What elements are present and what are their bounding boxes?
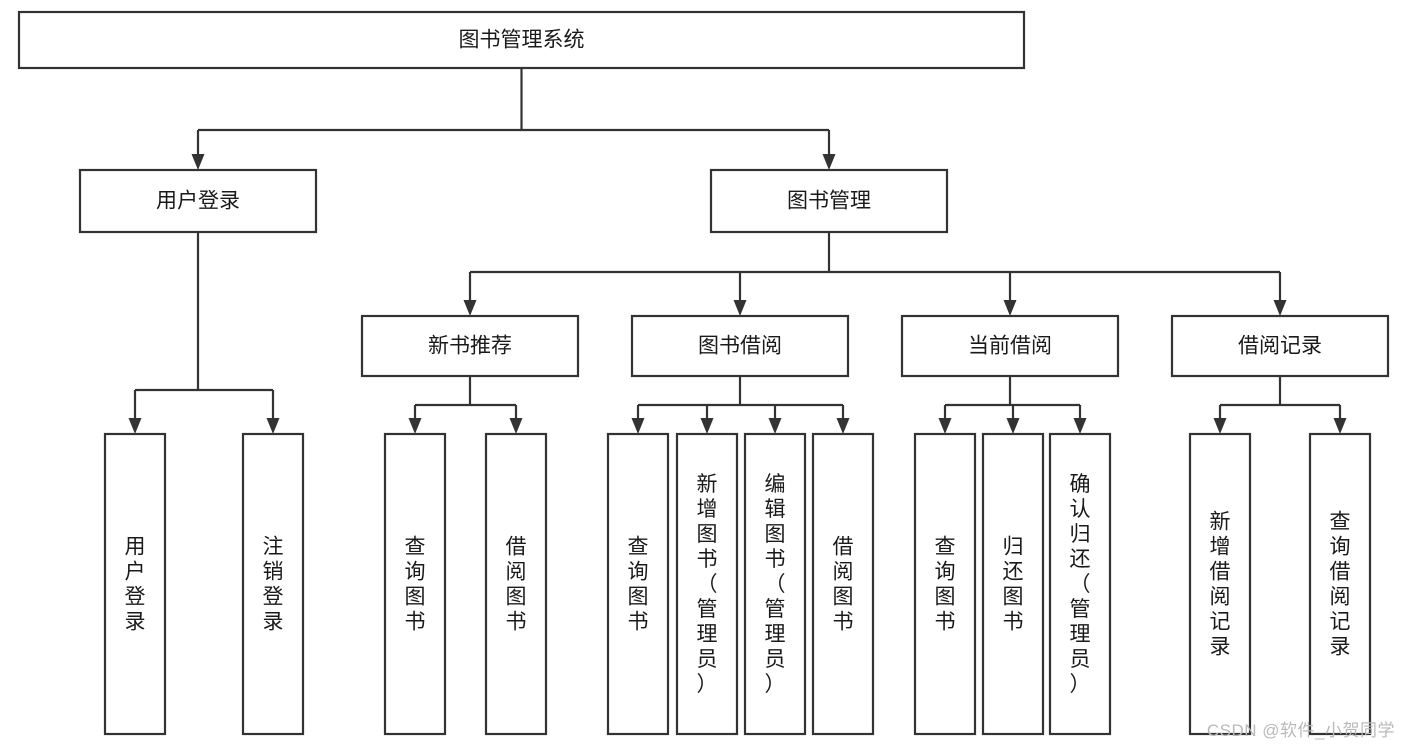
node-box-leaf-user-login[interactable] <box>103 432 167 736</box>
node-box-root[interactable] <box>17 10 1026 70</box>
node-label-leaf-add-book: 新增图书（管理员） <box>697 473 718 696</box>
node-leaf-borrow-book-2[interactable]: 借阅图书 <box>811 432 875 736</box>
node-root[interactable]: 图书管理系统 <box>17 10 1026 70</box>
node-leaf-add-book[interactable]: 新增图书（管理员） <box>675 432 739 736</box>
node-box-leaf-query-book-1[interactable] <box>383 432 447 736</box>
nodes-group: 图书管理系统用户登录图书管理新书推荐图书借阅当前借阅借阅记录用户登录注销登录查询… <box>17 10 1390 736</box>
node-label-leaf-edit-book: 编辑图书（管理员） <box>765 473 786 696</box>
node-leaf-add-record[interactable]: 新增借阅记录 <box>1188 432 1252 736</box>
node-label-root: 图书管理系统 <box>459 29 585 52</box>
node-leaf-query-book-2[interactable]: 查询图书 <box>606 432 670 736</box>
node-label-leaf-add-record: 新增借阅记录 <box>1210 511 1231 659</box>
node-box-book-manage[interactable] <box>709 168 949 234</box>
node-box-leaf-confirm-return[interactable] <box>1048 432 1112 736</box>
node-label-new-book-rec: 新书推荐 <box>428 335 512 358</box>
node-current-borrow[interactable]: 当前借阅 <box>900 314 1120 378</box>
node-book-borrow[interactable]: 图书借阅 <box>630 314 850 378</box>
node-box-user-login[interactable] <box>78 168 318 234</box>
node-label-book-borrow: 图书借阅 <box>698 335 782 358</box>
node-label-leaf-logout: 注销登录 <box>263 536 284 634</box>
node-box-leaf-borrow-book-2[interactable] <box>811 432 875 736</box>
node-label-leaf-query-book-3: 查询图书 <box>935 536 956 634</box>
node-box-borrow-record[interactable] <box>1170 314 1390 378</box>
node-label-leaf-user-login: 用户登录 <box>125 536 146 634</box>
node-label-leaf-borrow-book-2: 借阅图书 <box>833 536 854 634</box>
node-leaf-logout[interactable]: 注销登录 <box>241 432 305 736</box>
node-box-new-book-rec[interactable] <box>360 314 580 378</box>
node-label-current-borrow: 当前借阅 <box>968 335 1052 358</box>
node-user-login[interactable]: 用户登录 <box>78 168 318 234</box>
node-label-leaf-return-book: 归还图书 <box>1003 536 1024 634</box>
node-label-leaf-borrow-book-1: 借阅图书 <box>506 536 527 634</box>
node-label-book-manage: 图书管理 <box>787 190 871 213</box>
node-new-book-rec[interactable]: 新书推荐 <box>360 314 580 378</box>
node-leaf-edit-book[interactable]: 编辑图书（管理员） <box>743 432 807 736</box>
node-box-leaf-query-book-3[interactable] <box>913 432 977 736</box>
node-label-leaf-query-book-1: 查询图书 <box>405 536 426 634</box>
node-label-user-login: 用户登录 <box>156 190 240 213</box>
node-leaf-return-book[interactable]: 归还图书 <box>981 432 1045 736</box>
node-leaf-user-login[interactable]: 用户登录 <box>103 432 167 736</box>
node-box-leaf-query-book-2[interactable] <box>606 432 670 736</box>
node-box-leaf-logout[interactable] <box>241 432 305 736</box>
node-label-leaf-confirm-return: 确认归还（管理员） <box>1070 473 1091 696</box>
node-leaf-query-record[interactable]: 查询借阅记录 <box>1308 432 1372 736</box>
node-leaf-query-book-1[interactable]: 查询图书 <box>383 432 447 736</box>
node-box-leaf-add-book[interactable] <box>675 432 739 736</box>
node-box-leaf-query-record[interactable] <box>1308 432 1372 736</box>
csdn-watermark: CSDN @软件_小贺同学 <box>1206 721 1395 740</box>
node-box-leaf-edit-book[interactable] <box>743 432 807 736</box>
node-label-leaf-query-book-2: 查询图书 <box>628 536 649 634</box>
node-box-current-borrow[interactable] <box>900 314 1120 378</box>
node-leaf-confirm-return[interactable]: 确认归还（管理员） <box>1048 432 1112 736</box>
node-label-leaf-query-record: 查询借阅记录 <box>1330 511 1351 659</box>
node-book-manage[interactable]: 图书管理 <box>709 168 949 234</box>
node-borrow-record[interactable]: 借阅记录 <box>1170 314 1390 378</box>
node-leaf-borrow-book-1[interactable]: 借阅图书 <box>484 432 548 736</box>
node-leaf-query-book-3[interactable]: 查询图书 <box>913 432 977 736</box>
node-box-leaf-borrow-book-1[interactable] <box>484 432 548 736</box>
node-box-leaf-add-record[interactable] <box>1188 432 1252 736</box>
connector-lines-group <box>128 68 1347 434</box>
node-box-book-borrow[interactable] <box>630 314 850 378</box>
node-box-leaf-return-book[interactable] <box>981 432 1045 736</box>
node-label-borrow-record: 借阅记录 <box>1238 335 1322 358</box>
